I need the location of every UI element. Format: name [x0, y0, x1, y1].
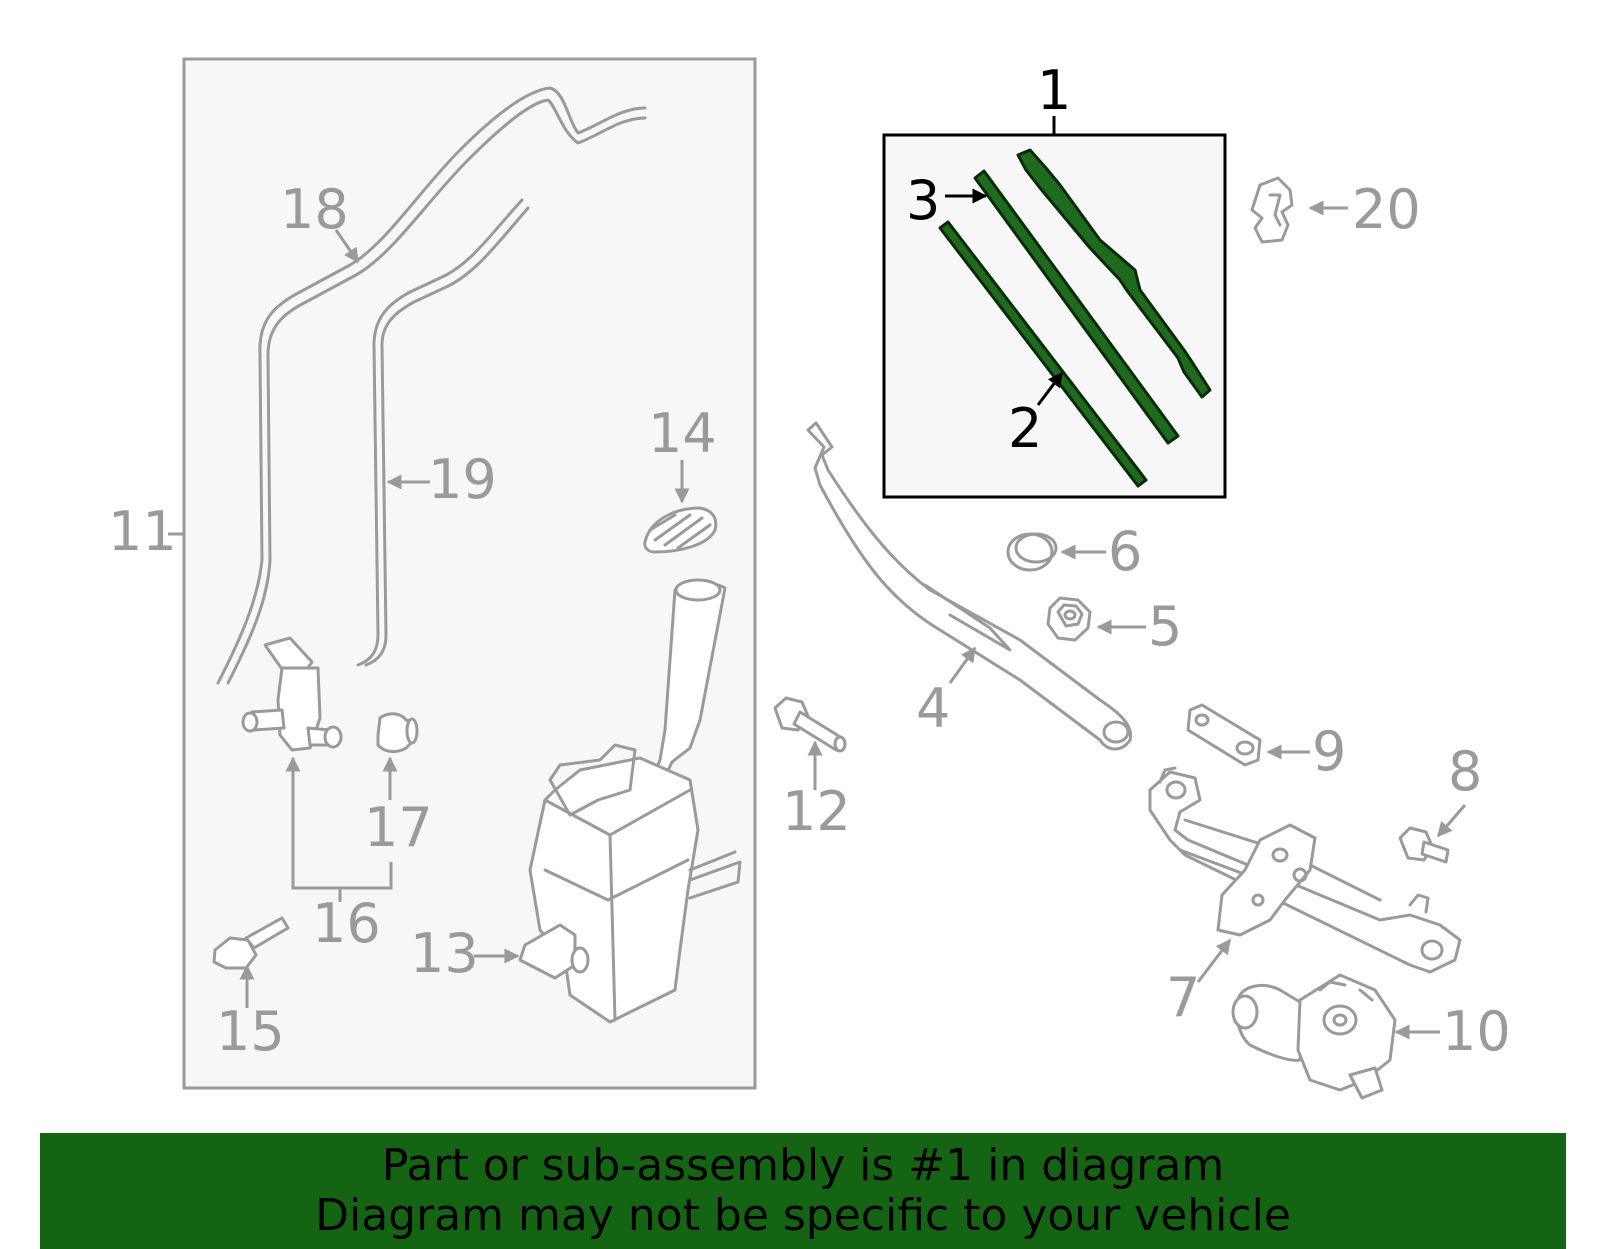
- blade-insert-3[interactable]: [973, 169, 1180, 445]
- wiper-linkage-7[interactable]: [1148, 766, 1462, 974]
- washer-hose-18[interactable]: [216, 86, 647, 685]
- arm-cap-6[interactable]: [1006, 532, 1058, 572]
- reservoir-cap-14[interactable]: [643, 506, 718, 554]
- callout-19[interactable]: 19: [428, 448, 497, 511]
- washer-hose-19[interactable]: [356, 198, 530, 667]
- callout-leaders: [168, 116, 1467, 1040]
- callout-10[interactable]: 10: [1442, 1000, 1511, 1063]
- level-sensor-15[interactable]: [212, 916, 290, 970]
- callout-11[interactable]: 11: [108, 500, 177, 563]
- callout-20[interactable]: 20: [1352, 178, 1421, 241]
- callout-17[interactable]: 17: [364, 796, 433, 859]
- callout-6[interactable]: 6: [1108, 520, 1142, 583]
- callout-18[interactable]: 18: [280, 178, 349, 241]
- info-banner: Part or sub-assembly is #1 in diagram Di…: [40, 1133, 1566, 1249]
- bolt-12[interactable]: [773, 696, 847, 753]
- bracket-9[interactable]: [1186, 703, 1262, 767]
- washer-pump-16[interactable]: [241, 636, 343, 752]
- banner-line-1: Part or sub-assembly is #1 in diagram: [381, 1140, 1225, 1191]
- callout-numbers: 1 3 2 20 18 19 11 14 6 5 4 9 8 12 17 16 …: [108, 59, 1511, 1063]
- wiper-blade-box: [882, 133, 1227, 499]
- callout-7[interactable]: 7: [1166, 966, 1200, 1029]
- bolt-8[interactable]: [1398, 826, 1450, 864]
- callout-12[interactable]: 12: [782, 780, 851, 843]
- banner-line-2: Diagram may not be specific to your vehi…: [315, 1190, 1291, 1241]
- callout-13[interactable]: 13: [410, 922, 479, 985]
- wiper-blade-main[interactable]: [1016, 148, 1212, 399]
- callout-2[interactable]: 2: [1008, 397, 1042, 460]
- callout-1[interactable]: 1: [1037, 59, 1071, 122]
- callout-3[interactable]: 3: [906, 169, 940, 232]
- nut-5[interactable]: [1046, 596, 1092, 642]
- wiper-arm-4[interactable]: [806, 421, 1133, 751]
- callout-15[interactable]: 15: [216, 1000, 285, 1063]
- washer-assembly-panel: [182, 57, 757, 1090]
- clip-20[interactable]: [1250, 176, 1294, 244]
- wiper-motor-10[interactable]: [1231, 973, 1397, 1100]
- washer-reservoir-13[interactable]: [518, 578, 742, 1024]
- callout-4[interactable]: 4: [916, 677, 950, 740]
- callout-9[interactable]: 9: [1312, 720, 1346, 783]
- callout-8[interactable]: 8: [1448, 740, 1482, 803]
- callout-5[interactable]: 5: [1148, 595, 1182, 658]
- callout-16[interactable]: 16: [312, 892, 381, 955]
- blade-refill-2[interactable]: [938, 220, 1148, 488]
- callout-14[interactable]: 14: [648, 402, 717, 465]
- grommet-17[interactable]: [376, 712, 419, 754]
